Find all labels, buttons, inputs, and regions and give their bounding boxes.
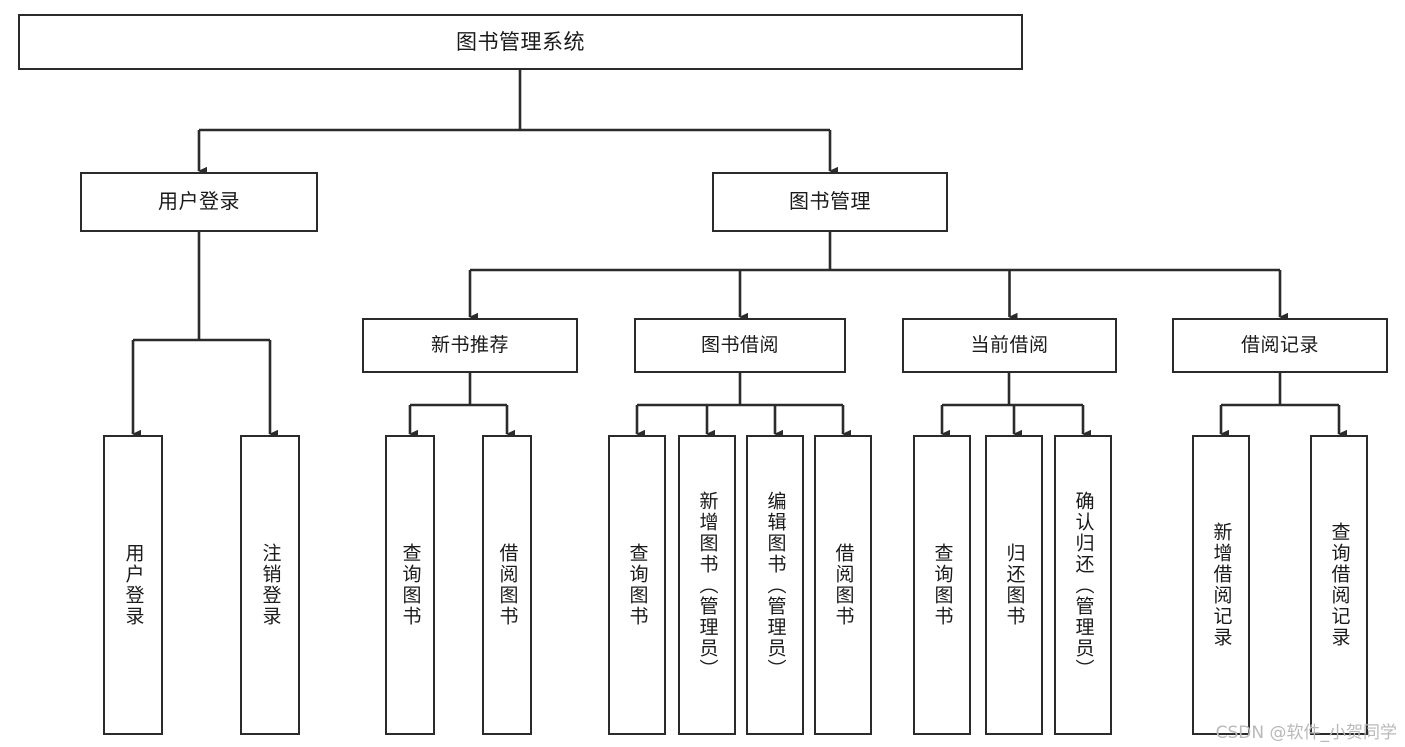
node-label: 查询图书 (399, 543, 422, 627)
node-leaf-confirm-return[interactable]: 确认归还（管理员） (1054, 435, 1112, 735)
node-label: 查询图书 (626, 543, 649, 627)
node-label: 确认归还（管理员） (1072, 490, 1095, 680)
node-label: 当前借阅 (970, 334, 1049, 357)
node-leaf-add-record[interactable]: 新增借阅记录 (1192, 435, 1250, 735)
node-label: 图书管理系统 (456, 29, 585, 54)
node-leaf-user-logout[interactable]: 注销登录 (240, 435, 300, 735)
node-label: 新书推荐 (430, 334, 509, 357)
node-label: 用户登录 (158, 189, 240, 214)
node-root[interactable]: 图书管理系统 (18, 14, 1023, 70)
node-label: 新增借阅记录 (1210, 522, 1233, 648)
node-leaf-borrow-book-2[interactable]: 借阅图书 (814, 435, 872, 735)
node-label: 借阅图书 (496, 543, 519, 627)
node-label: 图书借阅 (700, 334, 779, 357)
node-book-borrow[interactable]: 图书借阅 (634, 318, 846, 373)
node-leaf-edit-book[interactable]: 编辑图书（管理员） (746, 435, 804, 735)
node-leaf-user-login[interactable]: 用户登录 (103, 435, 163, 735)
node-label: 查询图书 (931, 543, 954, 627)
node-label: 图书管理 (789, 189, 871, 214)
node-leaf-query-record[interactable]: 查询借阅记录 (1310, 435, 1368, 735)
node-current-borrow[interactable]: 当前借阅 (902, 318, 1117, 373)
node-label: 查询借阅记录 (1328, 522, 1351, 648)
node-leaf-return-book[interactable]: 归还图书 (985, 435, 1043, 735)
node-borrow-record[interactable]: 借阅记录 (1172, 318, 1388, 373)
node-label: 借阅图书 (832, 543, 855, 627)
node-label: 归还图书 (1003, 543, 1026, 627)
node-new-book-rec[interactable]: 新书推荐 (362, 318, 578, 373)
node-book-manage[interactable]: 图书管理 (712, 172, 948, 232)
node-leaf-query-book-3[interactable]: 查询图书 (913, 435, 971, 735)
csdn-watermark: CSDN @软件_小贺同学 (1215, 723, 1397, 743)
node-leaf-query-book-1[interactable]: 查询图书 (385, 435, 435, 735)
node-label: 借阅记录 (1240, 334, 1319, 357)
node-leaf-query-book-2[interactable]: 查询图书 (608, 435, 666, 735)
node-label: 用户登录 (122, 543, 145, 627)
node-label: 新增图书（管理员） (696, 490, 719, 680)
node-label: 注销登录 (259, 543, 282, 627)
node-leaf-add-book[interactable]: 新增图书（管理员） (678, 435, 736, 735)
node-user-login[interactable]: 用户登录 (80, 172, 318, 232)
node-label: 编辑图书（管理员） (764, 490, 787, 680)
node-leaf-borrow-book-1[interactable]: 借阅图书 (482, 435, 532, 735)
